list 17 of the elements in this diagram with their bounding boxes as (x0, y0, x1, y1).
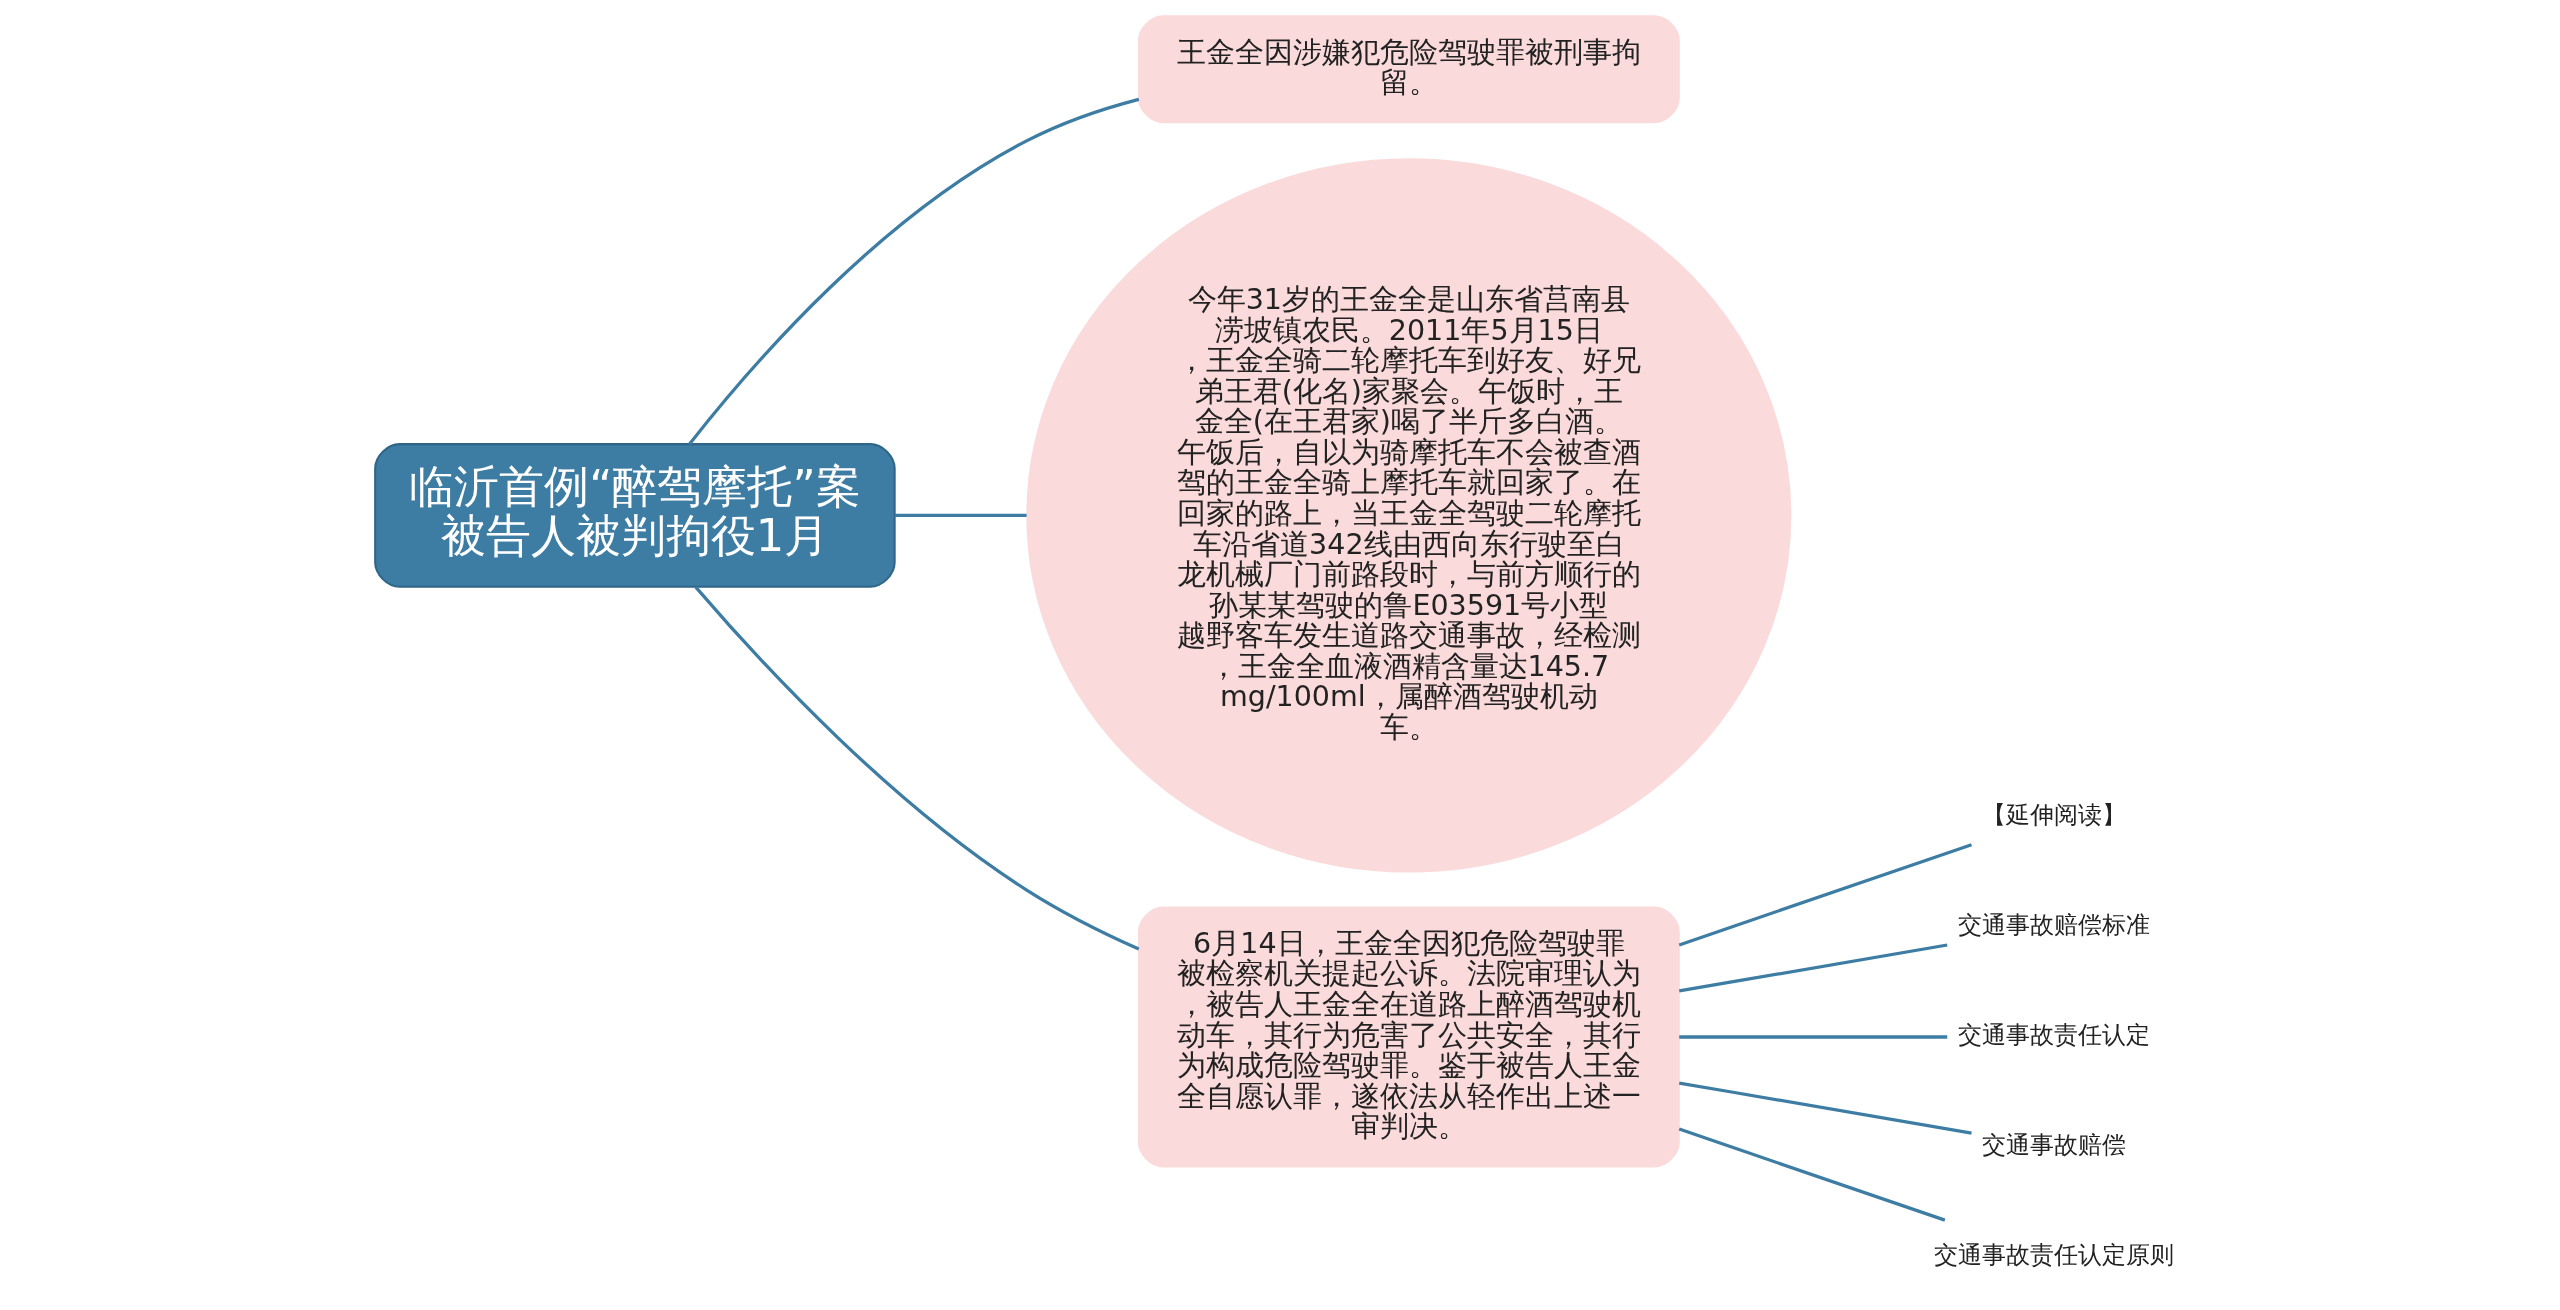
connector (687, 97, 1139, 445)
node-text: 交通事故赔偿 (1981, 1130, 2126, 1160)
node-text: 交通事故赔偿标准 (1957, 910, 2150, 940)
node-box: 临沂首例“醉驾摩托”案被告人被判拘役1月 (373, 443, 896, 588)
connector (1678, 1127, 1945, 1222)
node-box: 6月14日，王金全因犯危险驾驶罪被检察机关提起公诉。法院审理认为，被告人王金全在道路上醉酒驾驶机动车，其行为危害了公共安全，其行为构成危险驾驶罪。鉴于被告人王金全自愿认罪，遂依法从轻作出上述一审判决。 (1137, 906, 1680, 1168)
connector (894, 513, 1027, 518)
node-box: 王金全因涉嫌犯危险驾驶罪被刑事拘留。 (1137, 15, 1680, 124)
node-text: 【延伸阅读】 (1981, 800, 2126, 830)
connector (1678, 843, 1972, 947)
node-text: 交通事故责任认定 (1957, 1020, 2150, 1050)
connector (694, 586, 1139, 951)
node-circle: 今年31岁的王金全是山东省莒南县涝坡镇农民。2011年5月15日，王金全骑二轮摩托车到好友、好兄弟王君(化名)家聚会。午饭时，王金全(在王君家)喝了半斤多白酒。午饭后，自以为骑摩托车不会被查酒驾的王金全骑上摩托车就回家了。在回家的路上，当王金全驾驶二轮摩托车沿省道342线由西向东行驶至白龙机械厂门前路段时，与前方顺行的孙某某驾驶的鲁E03591号小型越野客车发生道路交通事故，经检测，王金全血液酒精含量达145.7mg/100ml，属醉酒驾驶机动车。 (1025, 158, 1791, 873)
connector (1678, 1035, 1947, 1039)
connector (1678, 1081, 1972, 1135)
node-text: 交通事故责任认定原则 (1933, 1240, 2174, 1270)
connector (1678, 943, 1947, 993)
